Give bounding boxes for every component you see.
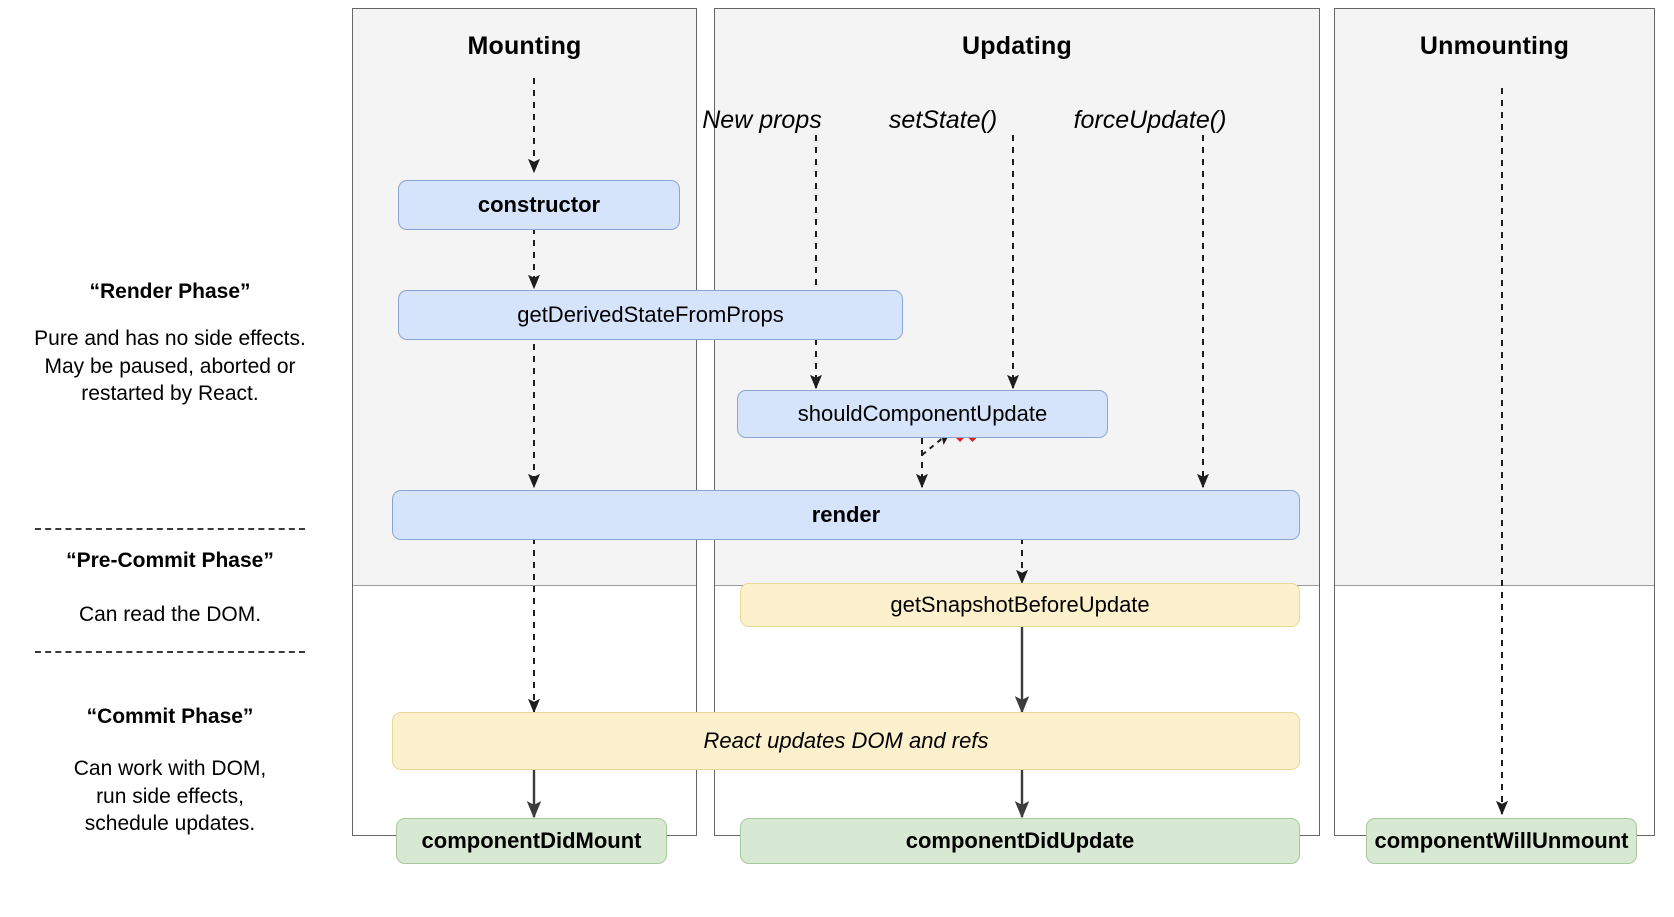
phase-title-render: “Render Phase” — [89, 280, 251, 303]
node-react-updates-dom-and-refs[interactable]: React updates DOM and refs — [392, 712, 1300, 770]
trigger-force-update: forceUpdate() — [1073, 106, 1227, 134]
phase-divider-top — [35, 528, 305, 530]
phase-title-commit: “Commit Phase” — [86, 705, 254, 728]
node-should-component-update[interactable]: shouldComponentUpdate — [737, 390, 1108, 438]
node-get-snapshot-before-update[interactable]: getSnapshotBeforeUpdate — [740, 583, 1300, 627]
column-unmounting-render-background — [1334, 8, 1655, 586]
phase-desc-commit: Can work with DOM, run side effects, sch… — [73, 757, 267, 836]
phase-title-pre-commit: “Pre-Commit Phase” — [66, 549, 274, 572]
phase-desc-render: Pure and has no side effects. May be pau… — [34, 327, 306, 406]
node-get-derived-state-from-props[interactable]: getDerivedStateFromProps — [398, 290, 903, 340]
column-title-mounting: Mounting — [467, 32, 582, 60]
phase-divider-bottom — [35, 651, 305, 653]
node-component-will-unmount[interactable]: componentWillUnmount — [1366, 818, 1637, 864]
column-title-unmounting: Unmounting — [1419, 32, 1570, 60]
column-unmounting-frame — [1334, 8, 1655, 836]
node-render[interactable]: render — [392, 490, 1300, 540]
column-title-updating: Updating — [962, 32, 1072, 60]
node-constructor[interactable]: constructor — [398, 180, 680, 230]
trigger-new-props: New props — [702, 106, 822, 134]
node-component-did-update[interactable]: componentDidUpdate — [740, 818, 1300, 864]
node-component-did-mount[interactable]: componentDidMount — [396, 818, 667, 864]
phase-desc-pre-commit: Can read the DOM. — [78, 603, 262, 626]
trigger-set-state: setState() — [888, 106, 998, 134]
